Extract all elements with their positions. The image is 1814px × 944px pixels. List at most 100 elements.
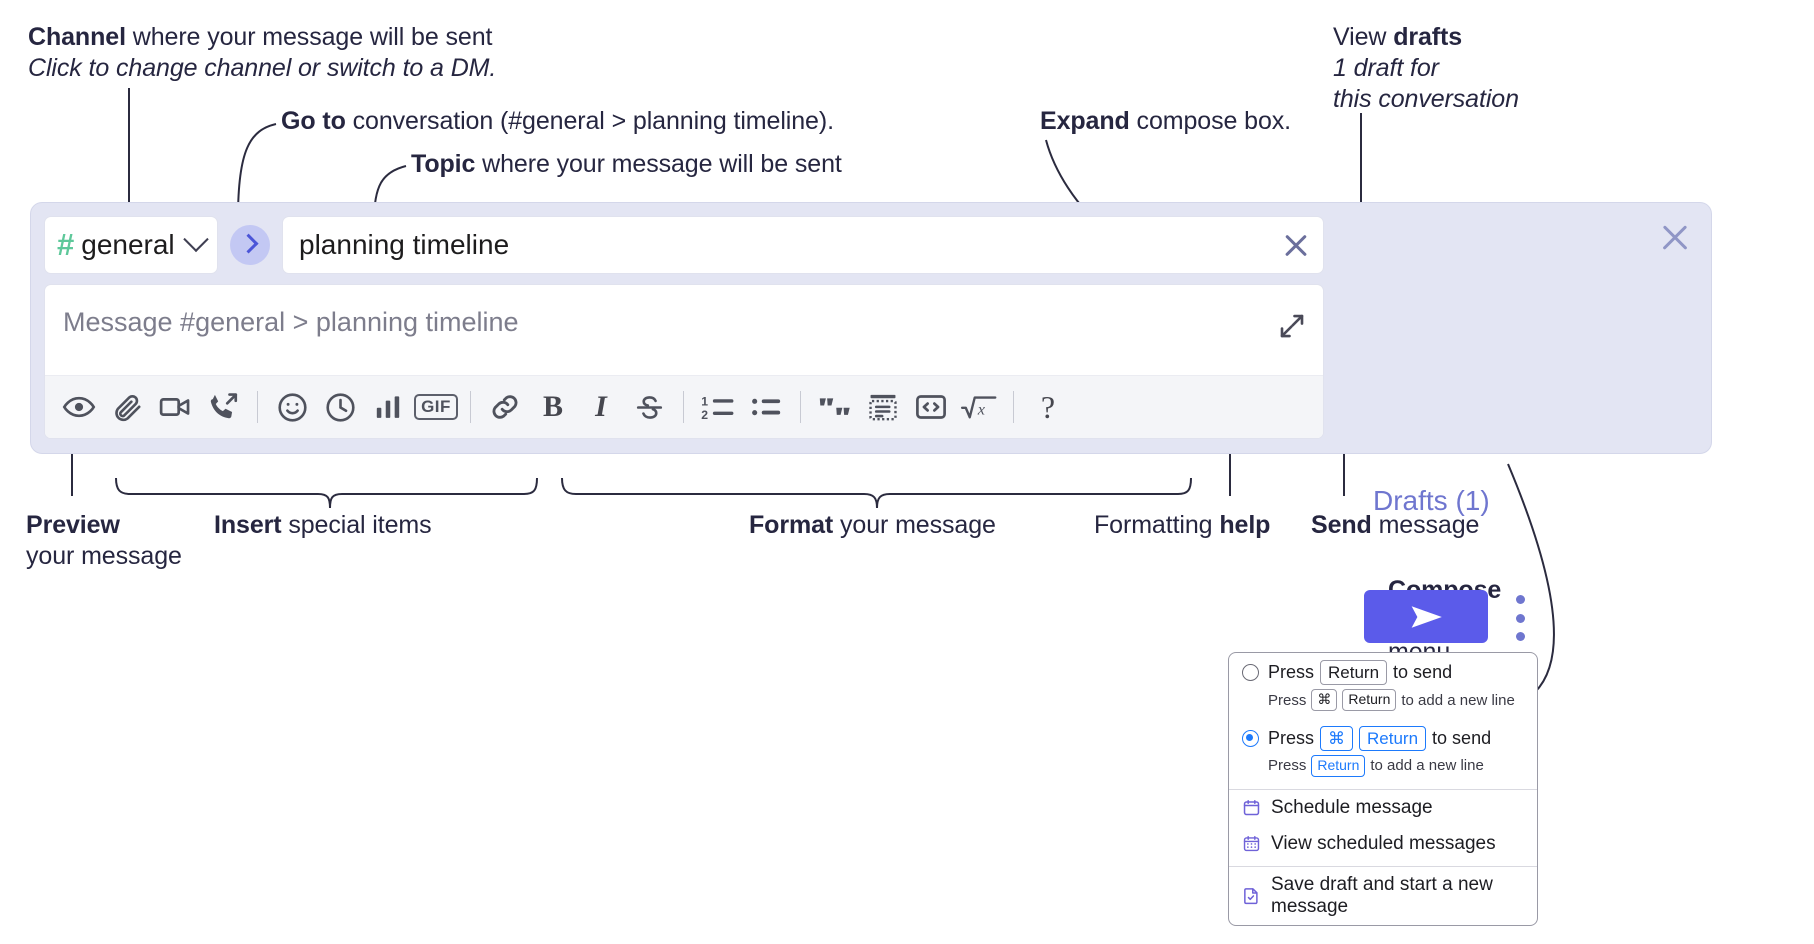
italic-icon[interactable]: I bbox=[595, 390, 607, 423]
annotation-channel-italic: Click to change channel or switch to a D… bbox=[28, 54, 497, 82]
annotation-formatting-help: Formatting help bbox=[1094, 510, 1270, 541]
clear-topic-icon[interactable] bbox=[1279, 228, 1313, 262]
chevron-right-icon bbox=[238, 233, 259, 254]
channel-name-label: general bbox=[81, 229, 175, 260]
topic-input[interactable]: planning timeline bbox=[282, 216, 1324, 274]
annotation-expand: Expand compose box. bbox=[1040, 106, 1291, 137]
annotation-goto: Go to conversation (#general > planning … bbox=[281, 106, 834, 137]
menu-item-label: Schedule message bbox=[1271, 796, 1433, 818]
preview-icon[interactable] bbox=[55, 383, 103, 431]
key-return: Return bbox=[1342, 689, 1397, 711]
svg-text:1: 1 bbox=[701, 395, 708, 409]
annotation-help-bold: help bbox=[1219, 511, 1271, 539]
annotation-drafts-bold: drafts bbox=[1393, 23, 1463, 51]
message-box: Message #general > planning timeline bbox=[44, 284, 1324, 439]
toolbar-divider bbox=[470, 391, 471, 423]
gif-label: GIF bbox=[414, 394, 458, 420]
annotation-preview-bold: Preview bbox=[26, 511, 120, 539]
option-1-main: Press Return to send bbox=[1268, 660, 1452, 686]
menu-item-view-scheduled-messages[interactable]: View scheduled messages bbox=[1229, 826, 1537, 862]
emoji-icon[interactable] bbox=[268, 383, 316, 431]
annotation-drafts-italic-2: this conversation bbox=[1333, 85, 1519, 113]
annotation-preview-rest: your message bbox=[26, 542, 182, 570]
math-icon[interactable]: x bbox=[955, 383, 1003, 431]
key-command: ⌘ bbox=[1311, 689, 1338, 711]
attachment-icon[interactable] bbox=[103, 383, 151, 431]
bold-icon[interactable]: B bbox=[542, 390, 563, 423]
hash-icon: # bbox=[57, 226, 75, 262]
strikethrough-icon[interactable] bbox=[625, 383, 673, 431]
menu-item-schedule-message[interactable]: Schedule message bbox=[1229, 790, 1537, 826]
option-2-main: Press ⌘ Return to send bbox=[1268, 725, 1492, 751]
annotation-topic: Topic where your message will be sent bbox=[411, 149, 842, 180]
channel-select[interactable]: # general bbox=[44, 216, 218, 274]
key-command: ⌘ bbox=[1320, 725, 1354, 751]
poll-icon[interactable] bbox=[364, 383, 412, 431]
radio-unselected[interactable] bbox=[1242, 664, 1259, 682]
quote-icon[interactable] bbox=[811, 383, 859, 431]
kebab-dot bbox=[1515, 632, 1525, 641]
option-2-text-2: to send bbox=[1432, 727, 1492, 748]
video-icon[interactable] bbox=[151, 383, 199, 431]
annotation-goto-rest: conversation (#general > planning timeli… bbox=[345, 107, 834, 135]
menu-item-label: View scheduled messages bbox=[1271, 832, 1496, 854]
option-2-text-1: Press bbox=[1268, 727, 1315, 748]
toolbar-divider bbox=[257, 391, 258, 423]
menu-divider bbox=[1229, 788, 1537, 790]
annotation-goto-bold: Go to bbox=[281, 107, 346, 135]
radio-selected[interactable] bbox=[1242, 729, 1259, 747]
annotation-preview: Preview your message bbox=[26, 510, 182, 572]
close-icon[interactable] bbox=[1657, 219, 1693, 255]
annotation-channel-rest: where your message will be sent bbox=[125, 23, 493, 51]
expand-icon[interactable] bbox=[1277, 311, 1307, 341]
kebab-dot bbox=[1515, 613, 1525, 623]
annotation-send-rest: message bbox=[1371, 511, 1480, 539]
goto-conversation-button[interactable] bbox=[230, 225, 270, 265]
send-button[interactable] bbox=[1364, 590, 1488, 643]
option-1-sub-text-2: to add a new line bbox=[1401, 691, 1515, 709]
toolbar-divider bbox=[800, 391, 801, 423]
calendar-grid-icon bbox=[1243, 835, 1260, 852]
gif-icon[interactable]: GIF bbox=[412, 383, 460, 431]
bulleted-list-icon[interactable] bbox=[742, 383, 790, 431]
option-2-sub-text-2: to add a new line bbox=[1370, 757, 1484, 775]
annotation-topic-rest: where your message will be sent bbox=[475, 150, 842, 178]
calendar-icon bbox=[1243, 799, 1260, 816]
code-icon[interactable] bbox=[907, 383, 955, 431]
annotation-drafts-lead: View bbox=[1333, 23, 1394, 51]
send-option-row[interactable]: Press Return to send Press ⌘ Return to a… bbox=[1229, 653, 1537, 719]
annotation-channel-bold: Channel bbox=[28, 23, 126, 51]
annotation-format: Format your message bbox=[749, 510, 996, 541]
clock-icon[interactable] bbox=[316, 383, 364, 431]
compose-options-button[interactable] bbox=[1509, 595, 1531, 641]
annotation-expand-bold: Expand bbox=[1040, 107, 1130, 135]
toolbar-divider bbox=[683, 391, 684, 423]
compose-panel: # general planning timeline Message #gen… bbox=[30, 202, 1712, 643]
annotation-format-bold: Format bbox=[749, 511, 834, 539]
annotation-channel: Channel where your message will be sent … bbox=[28, 22, 496, 84]
message-input[interactable]: Message #general > planning timeline bbox=[45, 285, 1323, 375]
send-icon bbox=[1411, 605, 1442, 628]
annotation-send-bold: Send bbox=[1311, 511, 1372, 539]
annotation-send: Send message bbox=[1311, 510, 1479, 541]
annotation-drafts: View drafts 1 draft for this conversatio… bbox=[1333, 22, 1519, 115]
link-icon[interactable] bbox=[481, 383, 529, 431]
drafts-link[interactable]: Drafts (1) bbox=[1373, 485, 1490, 516]
option-1-text-1: Press bbox=[1268, 662, 1315, 683]
help-icon[interactable]: ? bbox=[1040, 388, 1056, 425]
kebab-dot bbox=[1515, 595, 1525, 604]
key-return: Return bbox=[1311, 755, 1366, 777]
annotation-insert: Insert special items bbox=[214, 510, 432, 541]
option-2-sub-text-1: Press bbox=[1268, 757, 1307, 775]
topic-value: planning timeline bbox=[299, 229, 510, 260]
menu-item-save-draft[interactable]: Save draft and start a new message bbox=[1229, 867, 1537, 925]
annotation-expand-rest: compose box. bbox=[1129, 107, 1292, 135]
send-option-row[interactable]: Press ⌘ Return to send Press Return to a… bbox=[1229, 719, 1537, 785]
svg-text:2: 2 bbox=[701, 408, 708, 422]
spoiler-icon[interactable] bbox=[859, 383, 907, 431]
call-icon[interactable] bbox=[199, 383, 247, 431]
key-return: Return bbox=[1320, 660, 1388, 686]
